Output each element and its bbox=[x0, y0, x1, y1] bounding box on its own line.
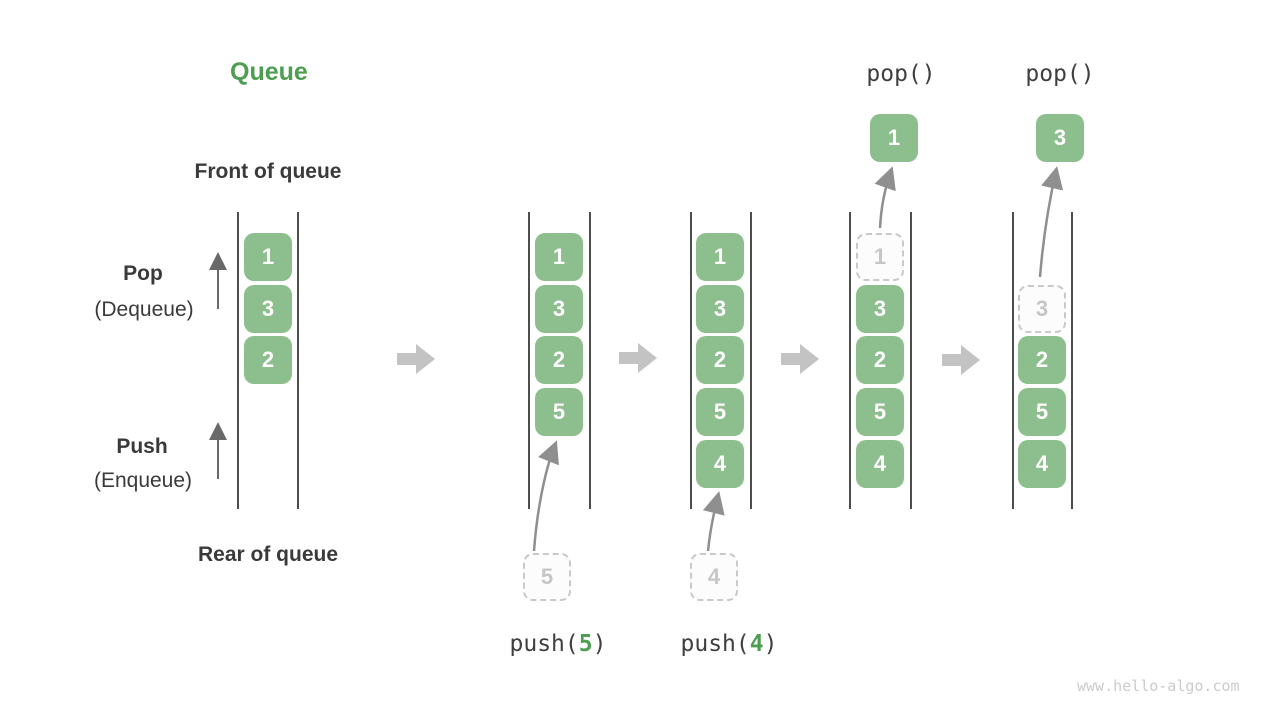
queue-element: 5 bbox=[696, 388, 744, 436]
element-value: 3 bbox=[261, 296, 275, 321]
element-value: 1 bbox=[261, 244, 275, 269]
pop-call-label: pop() bbox=[1025, 61, 1095, 87]
push-motion-arrow-icon bbox=[702, 491, 725, 552]
pop-label: Pop bbox=[123, 262, 163, 285]
queue-element: 3 bbox=[535, 285, 583, 333]
queue-element: 1 bbox=[696, 233, 744, 281]
dequeue-label: (Dequeue) bbox=[94, 298, 194, 321]
enqueue-label: (Enqueue) bbox=[93, 469, 193, 492]
queue-element: 3 bbox=[856, 285, 904, 333]
pop-motion-arrow-icon bbox=[1038, 166, 1064, 278]
queue-rail bbox=[297, 212, 299, 509]
queue-element: 1 bbox=[535, 233, 583, 281]
call-arg: 4 bbox=[749, 631, 764, 657]
element-value: 2 bbox=[261, 347, 275, 372]
queue-element: 1 bbox=[244, 233, 292, 281]
queue-element-removed: 3 bbox=[1018, 285, 1066, 333]
queue-element: 4 bbox=[1018, 440, 1066, 488]
element-value: 3 bbox=[552, 296, 566, 321]
push-call-label: push(4) bbox=[681, 633, 778, 656]
queue-element: 5 bbox=[535, 388, 583, 436]
element-value: 2 bbox=[713, 347, 727, 372]
incoming-element: 4 bbox=[690, 553, 738, 601]
queue-element: 5 bbox=[856, 388, 904, 436]
element-value: 5 bbox=[713, 399, 727, 424]
queue-element: 3 bbox=[696, 285, 744, 333]
queue-rail bbox=[690, 212, 692, 509]
call-text: push( bbox=[509, 631, 579, 657]
element-value: 5 bbox=[1035, 399, 1049, 424]
step-arrow-icon bbox=[942, 345, 980, 375]
watermark: www.hello-algo.com bbox=[1077, 677, 1240, 695]
front-of-queue-label: Front of queue bbox=[194, 160, 342, 183]
push-call-label: push(5) bbox=[510, 633, 607, 656]
call-text: ) bbox=[592, 631, 607, 657]
queue-rail bbox=[1012, 212, 1014, 509]
element-value: 3 bbox=[713, 296, 727, 321]
queue-element: 5 bbox=[1018, 388, 1066, 436]
queue-rail bbox=[1071, 212, 1073, 509]
incoming-element: 5 bbox=[523, 553, 571, 601]
push-motion-arrow-icon bbox=[532, 440, 559, 552]
element-value: 1 bbox=[887, 125, 901, 150]
queue-rail bbox=[589, 212, 591, 509]
push-label: Push bbox=[116, 435, 168, 458]
element-value: 4 bbox=[707, 564, 721, 589]
step-arrow-icon bbox=[619, 343, 657, 373]
pop-motion-arrow-icon bbox=[874, 166, 896, 229]
queue-element: 2 bbox=[1018, 336, 1066, 384]
queue-element: 4 bbox=[856, 440, 904, 488]
queue-rail bbox=[750, 212, 752, 509]
queue-element-removed: 1 bbox=[856, 233, 904, 281]
element-value: 2 bbox=[1035, 347, 1049, 372]
call-text: push( bbox=[680, 631, 750, 657]
element-value: 5 bbox=[873, 399, 887, 424]
element-value: 1 bbox=[713, 244, 727, 269]
element-value: 5 bbox=[552, 399, 566, 424]
call-arg: 5 bbox=[578, 631, 593, 657]
element-value: 3 bbox=[1035, 296, 1049, 321]
queue-element: 2 bbox=[696, 336, 744, 384]
element-value: 4 bbox=[873, 451, 887, 476]
queue-element: 2 bbox=[244, 336, 292, 384]
element-value: 1 bbox=[552, 244, 566, 269]
element-value: 4 bbox=[713, 451, 727, 476]
element-value: 5 bbox=[540, 564, 554, 589]
element-value: 1 bbox=[873, 244, 887, 269]
step-arrow-icon bbox=[397, 344, 435, 374]
pop-call-label: pop() bbox=[866, 61, 936, 87]
queue-rail bbox=[237, 212, 239, 509]
popped-element: 3 bbox=[1036, 114, 1084, 162]
element-value: 2 bbox=[873, 347, 887, 372]
queue-element: 4 bbox=[696, 440, 744, 488]
queue-element: 3 bbox=[244, 285, 292, 333]
queue-rail bbox=[910, 212, 912, 509]
step-arrow-icon bbox=[781, 344, 819, 374]
queue-rail bbox=[528, 212, 530, 509]
rear-of-queue-label: Rear of queue bbox=[197, 543, 339, 566]
queue-rail bbox=[849, 212, 851, 509]
queue-element: 2 bbox=[535, 336, 583, 384]
element-value: 3 bbox=[1053, 125, 1067, 150]
diagram-title: Queue bbox=[230, 58, 308, 86]
element-value: 2 bbox=[552, 347, 566, 372]
popped-element: 1 bbox=[870, 114, 918, 162]
element-value: 3 bbox=[873, 296, 887, 321]
call-text: ) bbox=[763, 631, 778, 657]
element-value: 4 bbox=[1035, 451, 1049, 476]
queue-element: 2 bbox=[856, 336, 904, 384]
